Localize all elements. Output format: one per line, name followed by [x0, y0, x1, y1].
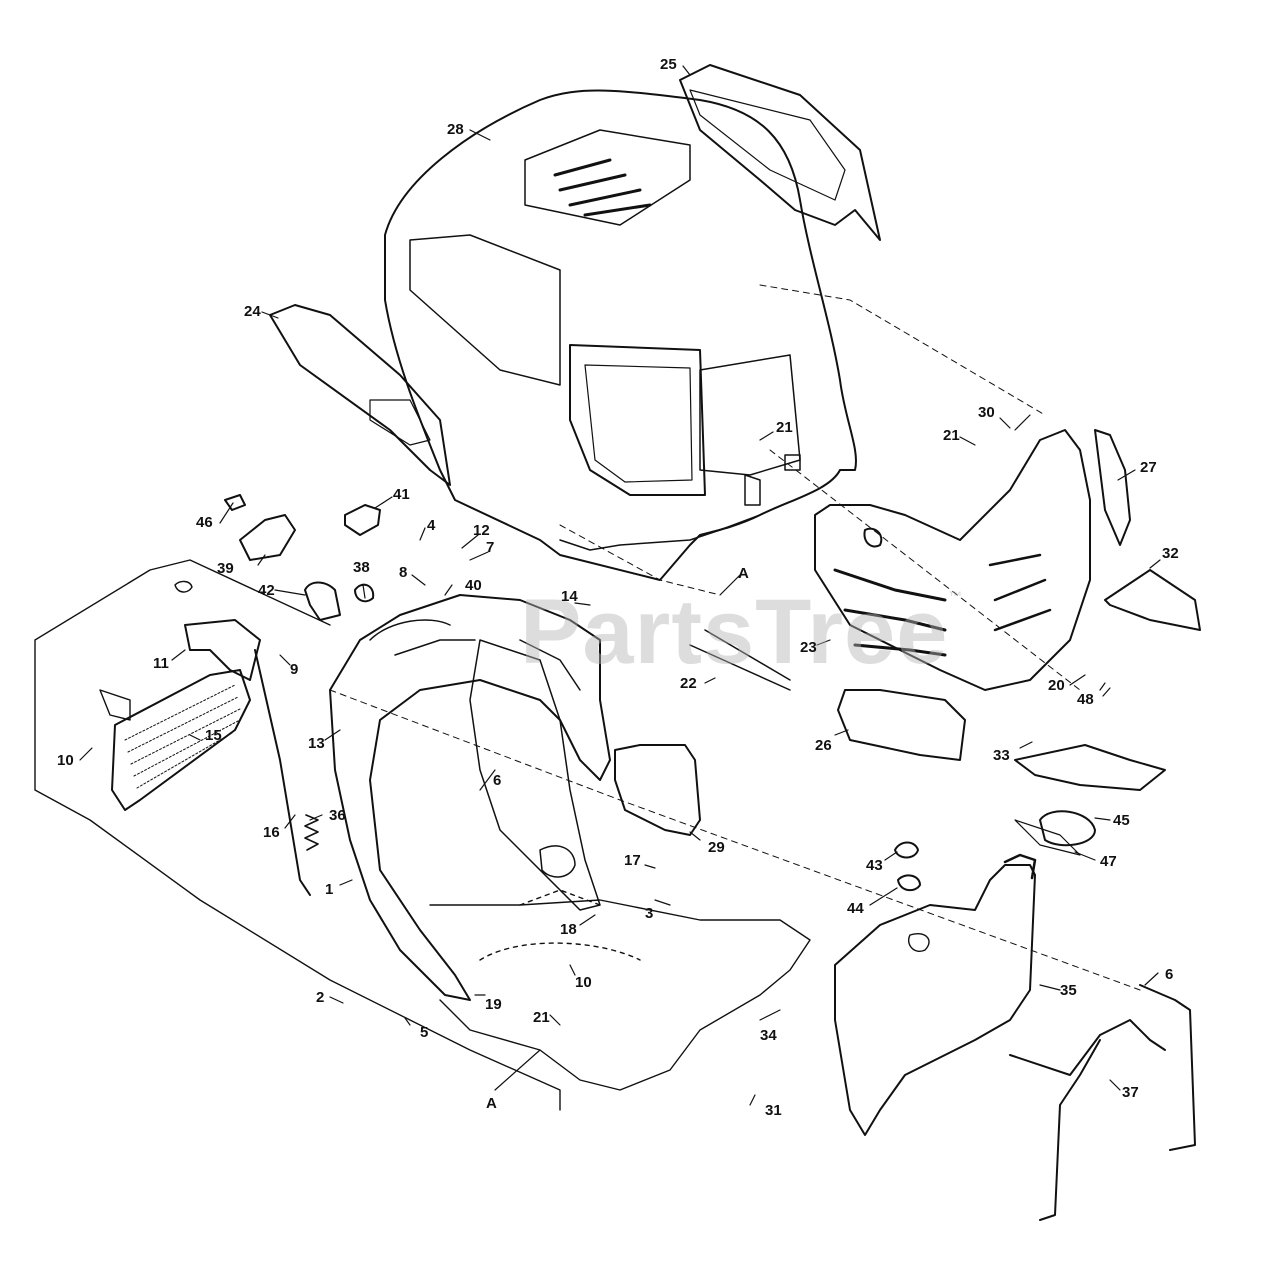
callout-40: 40	[465, 577, 482, 594]
deflector-part	[1104, 569, 1201, 631]
headlight-lens-part	[679, 64, 881, 241]
callout-46: 46	[196, 514, 213, 531]
callout-45: 45	[1113, 812, 1130, 829]
callout-10-screen: 10	[57, 752, 74, 769]
console-part	[469, 639, 601, 911]
leader-lines	[79, 65, 1161, 1106]
tie-strap-part	[689, 629, 791, 691]
callout-34: 34	[760, 1027, 777, 1044]
side-panel-part	[269, 304, 451, 486]
callout-18: 18	[560, 921, 577, 938]
callout-19: 19	[485, 996, 502, 1013]
callout-27: 27	[1140, 459, 1157, 476]
callout-32: 32	[1162, 545, 1179, 562]
knob-part	[304, 581, 341, 621]
callout-5: 5	[420, 1024, 429, 1041]
callout-44: 44	[847, 900, 864, 917]
callout-10-deck: 10	[575, 974, 592, 991]
callout-37: 37	[1122, 1084, 1139, 1101]
spring-part	[304, 814, 319, 851]
fuel-cap-part	[1039, 810, 1096, 847]
callout-16: 16	[263, 824, 280, 841]
callout-14: 14	[561, 588, 578, 605]
fuel-line-part	[1009, 984, 1196, 1221]
bracket-part	[184, 619, 261, 681]
callout-38: 38	[353, 559, 370, 576]
callout-20: 20	[1048, 677, 1065, 694]
grommet-part	[897, 874, 921, 892]
callout-47: 47	[1100, 853, 1117, 870]
callout-17: 17	[624, 852, 641, 869]
callout-28: 28	[447, 121, 464, 138]
callout-26: 26	[815, 737, 832, 754]
lower-panel-part	[837, 689, 966, 761]
callout-12: 12	[473, 522, 490, 539]
callout-41: 41	[393, 486, 410, 503]
callout-39: 39	[217, 560, 234, 577]
watermark: PartsTree™	[520, 581, 964, 683]
callout-42: 42	[258, 582, 275, 599]
callout-21-hood: 21	[776, 419, 793, 436]
callout-22: 22	[680, 675, 697, 692]
dash-frame-part	[329, 594, 611, 1001]
rod-part	[254, 649, 311, 896]
hood-part	[384, 89, 857, 581]
callout-24: 24	[244, 303, 261, 320]
callout-11: 11	[153, 655, 169, 672]
callout-48: 48	[1077, 691, 1094, 708]
callout-23: 23	[800, 639, 817, 656]
valve-part	[894, 841, 919, 859]
key-part	[224, 494, 246, 511]
bezel-part	[344, 504, 381, 536]
callout-29: 29	[708, 839, 725, 856]
callout-8: 8	[399, 564, 408, 581]
fuel-tank-part	[834, 853, 1037, 1136]
callout-9: 9	[290, 661, 299, 678]
callout-6-frame: 6	[493, 772, 502, 789]
gasket-part	[1014, 819, 1081, 856]
switch-part	[239, 514, 296, 561]
callout-25: 25	[660, 56, 677, 73]
chassis-part	[34, 559, 811, 1111]
right-vent-part	[1094, 429, 1131, 546]
callout-33: 33	[993, 747, 1010, 764]
callout-3: 3	[645, 905, 654, 922]
callout-21-grille: 21	[943, 427, 960, 444]
callout-21-deck: 21	[533, 1009, 550, 1026]
callout-13: 13	[308, 735, 325, 752]
callout-4: 4	[427, 517, 436, 534]
callout-A-top: A	[738, 565, 749, 582]
callout-43: 43	[866, 857, 883, 874]
callout-35: 35	[1060, 982, 1077, 999]
reference-lines	[329, 284, 1141, 991]
plug-part	[354, 583, 375, 603]
callout-1: 1	[325, 881, 334, 898]
callout-7: 7	[486, 539, 495, 556]
callout-6-right: 6	[1165, 966, 1174, 983]
lower-deflector-part	[1014, 744, 1166, 791]
callout-36: 36	[329, 807, 346, 824]
screen-part	[111, 669, 251, 811]
grille-part	[814, 429, 1091, 691]
callout-30: 30	[978, 404, 995, 421]
callout-2: 2	[316, 989, 325, 1006]
dash-panel-part	[614, 744, 701, 836]
callout-31: 31	[765, 1102, 782, 1119]
callout-A-bottom: A	[486, 1095, 497, 1112]
callout-15: 15	[205, 727, 222, 744]
